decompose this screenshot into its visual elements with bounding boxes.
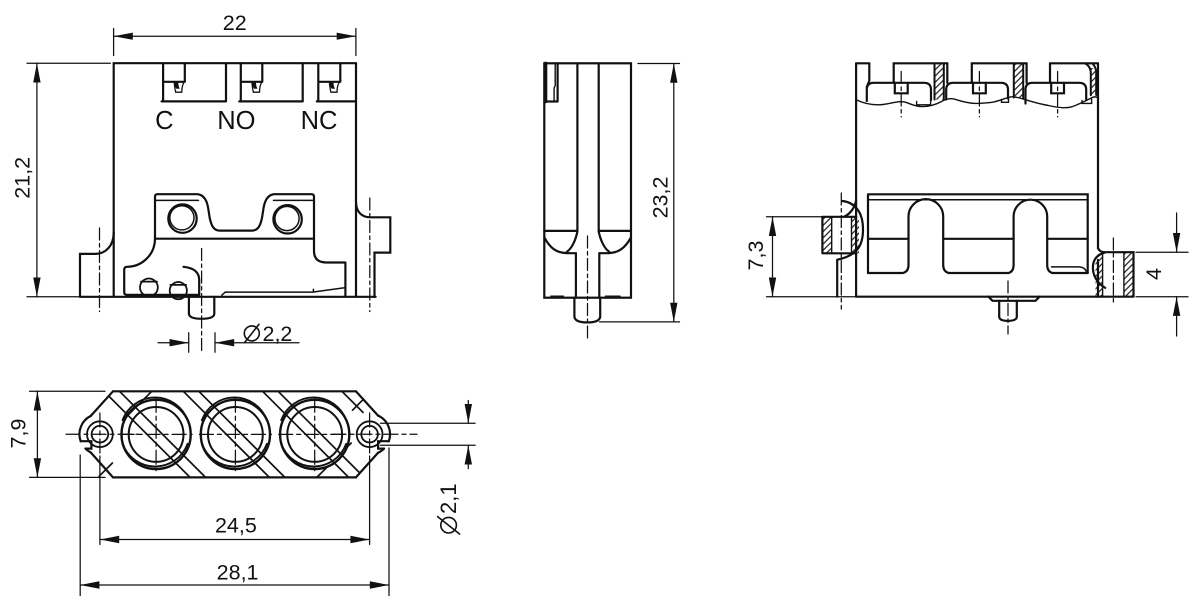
svg-text:NC: NC xyxy=(301,107,338,135)
svg-text:28,1: 28,1 xyxy=(217,561,259,585)
svg-text:NO: NO xyxy=(217,107,255,135)
svg-text:4: 4 xyxy=(1142,268,1166,280)
svg-text:7,9: 7,9 xyxy=(7,419,31,449)
svg-text:24,5: 24,5 xyxy=(215,514,257,538)
svg-text:22: 22 xyxy=(223,11,247,35)
svg-text:2,2: 2,2 xyxy=(263,322,293,346)
svg-text:23,2: 23,2 xyxy=(649,177,673,219)
svg-text:C: C xyxy=(155,107,173,135)
svg-text:2,1: 2,1 xyxy=(436,483,461,514)
svg-text:21,2: 21,2 xyxy=(11,157,35,199)
svg-text:7,3: 7,3 xyxy=(744,241,768,271)
